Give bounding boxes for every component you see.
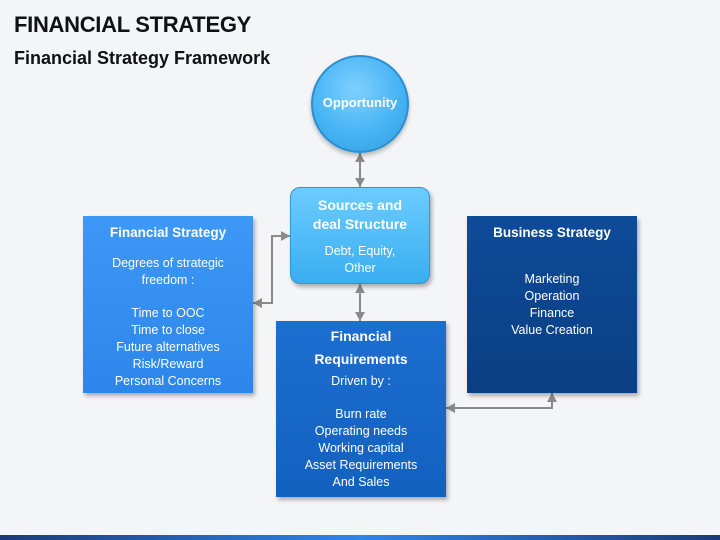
list-item: Time to OOC <box>131 306 205 320</box>
list-item: Value Creation <box>511 323 593 337</box>
arrowhead-down <box>355 312 365 321</box>
business-strategy-title: Business Strategy <box>493 225 611 240</box>
page-subtitle: Financial Strategy Framework <box>14 48 271 68</box>
opportunity-circle: Opportunity <box>311 55 409 153</box>
list-item: Working capital <box>318 441 404 455</box>
connector-requirements-business <box>446 393 553 409</box>
sources-title-line1: Sources and <box>317 197 403 213</box>
list-item: Time to close <box>131 323 205 337</box>
list-item: Personal Concerns <box>114 374 222 388</box>
sources-desc-line2: Other <box>344 261 376 275</box>
financial-requirements-title-line1: Financial <box>330 328 392 344</box>
list-item: And Sales <box>332 475 390 489</box>
sources-desc-line1: Debt, Equity, <box>324 244 396 258</box>
financial-strategy-intro-line1: Degrees of strategic <box>112 256 224 270</box>
financial-requirements-box: Financial Requirements Driven by : Burn … <box>276 321 446 497</box>
financial-strategy-box: Financial Strategy Degrees of strategic … <box>83 216 253 393</box>
financial-requirements-intro: Driven by : <box>331 374 391 388</box>
arrowhead-down <box>355 178 365 187</box>
financial-strategy-intro-line2: freedom : <box>141 273 195 287</box>
business-strategy-box: Business Strategy Marketing Operation Fi… <box>467 216 637 393</box>
list-item: Burn rate <box>335 407 387 421</box>
arrowhead-up <box>547 393 557 402</box>
list-item: Future alternatives <box>116 340 220 354</box>
page-title: FINANCIAL STRATEGY <box>14 12 252 37</box>
arrowhead-right <box>281 231 290 241</box>
list-item: Finance <box>529 306 575 320</box>
sources-box: Sources and deal Structure Debt, Equity,… <box>290 187 430 284</box>
financial-strategy-title: Financial Strategy <box>109 225 227 240</box>
list-item: Risk/Reward <box>132 357 204 371</box>
bottom-accent-bar <box>0 535 720 540</box>
arrowhead-up <box>355 153 365 162</box>
list-item: Operating needs <box>314 424 408 438</box>
financial-requirements-title-line2: Requirements <box>314 351 408 367</box>
list-item: Marketing <box>524 272 580 286</box>
opportunity-label: Opportunity <box>322 95 398 110</box>
list-item: Asset Requirements <box>304 458 418 472</box>
arrowhead-left <box>253 298 262 308</box>
connector-strategy-sources <box>253 235 290 304</box>
arrowhead-left <box>446 403 455 413</box>
arrowhead-up <box>355 284 365 293</box>
list-item: Operation <box>524 289 580 303</box>
sources-title-line2: deal Structure <box>312 216 408 232</box>
